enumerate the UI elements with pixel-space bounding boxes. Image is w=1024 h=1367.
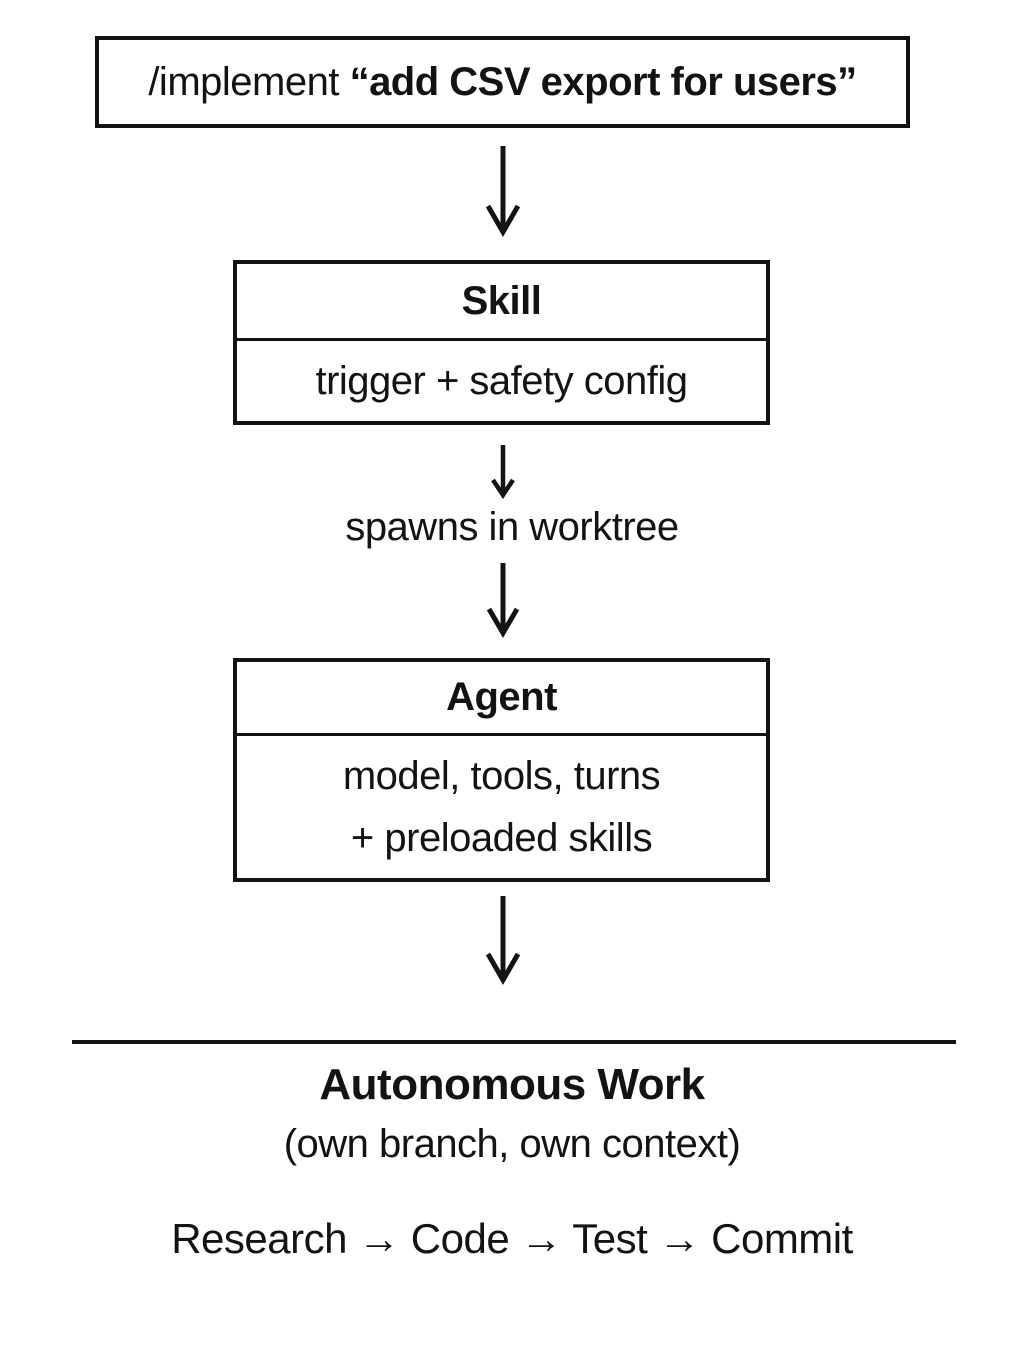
down-arrow-icon <box>481 143 525 237</box>
section-divider <box>72 1040 956 1044</box>
down-arrow-icon <box>487 443 519 499</box>
agent-body-line: model, tools, turns <box>342 754 661 798</box>
command-box: /implement “add CSV export for users” <box>95 36 910 128</box>
spawn-label: spawns in worktree <box>345 505 679 549</box>
command-argument: “add CSV export for users” <box>349 59 858 104</box>
agent-title: Agent <box>237 662 766 736</box>
skill-box: Skill trigger + safety config <box>233 260 770 425</box>
down-arrow-icon <box>481 893 525 985</box>
outcome-subtitle: (own branch, own context) <box>283 1122 741 1166</box>
agent-body: model, tools, turns + preloaded skills <box>237 736 766 878</box>
pipeline-label: Research → Code → Test → Commit <box>171 1215 853 1262</box>
skill-title: Skill <box>237 264 766 341</box>
outcome-title: Autonomous Work <box>319 1060 705 1109</box>
agent-body-line: + preloaded skills <box>350 816 653 860</box>
down-arrow-icon <box>483 560 523 638</box>
command-prefix: /implement <box>148 59 350 104</box>
agent-box: Agent model, tools, turns + preloaded sk… <box>233 658 770 882</box>
skill-subtitle: trigger + safety config <box>315 359 688 403</box>
